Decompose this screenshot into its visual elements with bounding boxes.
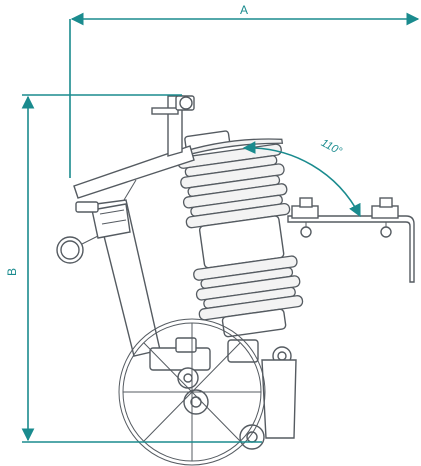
pulley-wheel [118,318,266,466]
dimension-a-label: A [240,3,248,17]
mounting-bracket [287,197,415,283]
dimension-b-label: B [5,268,19,276]
dimension-a: A [69,3,420,178]
angle-label: 110° [319,137,345,158]
lower-hinge [149,337,297,450]
dimension-b: B [5,94,262,443]
fuse-tube-assembly [56,95,195,357]
